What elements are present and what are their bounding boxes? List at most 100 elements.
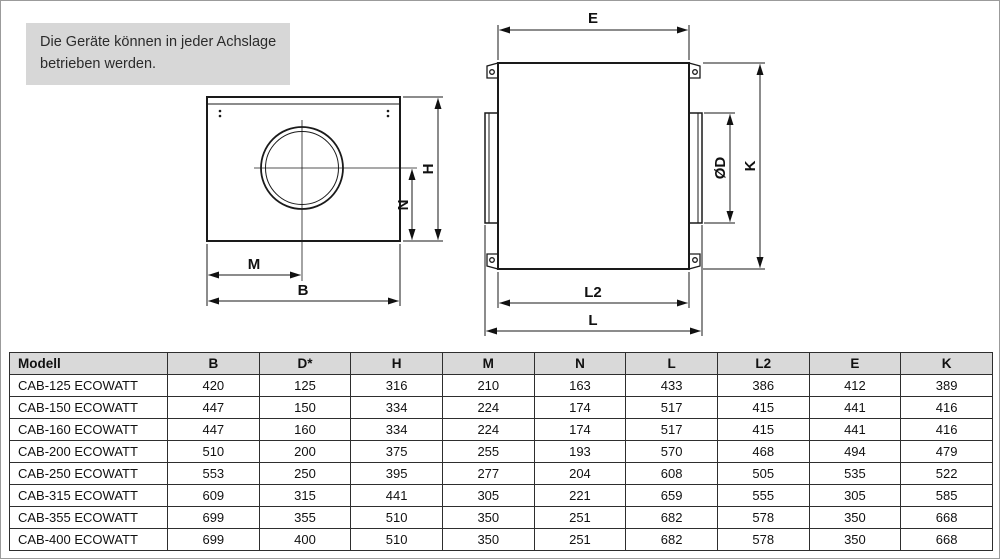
dimension-value-cell: 174: [533, 396, 627, 419]
dimension-value-cell: 334: [350, 396, 443, 419]
dimension-value-cell: 608: [625, 462, 718, 485]
technical-drawing: H N M B: [206, 10, 765, 336]
dimension-value-cell: 555: [716, 484, 810, 507]
model-name-cell: CAB-160 ECOWATT: [9, 418, 168, 441]
column-header-h: H: [350, 352, 443, 375]
dim-label-m: M: [248, 256, 261, 273]
dimension-value-cell: 251: [533, 528, 627, 551]
dimension-value-cell: 174: [533, 418, 627, 441]
side-view-drawing: [484, 62, 703, 270]
dim-label-h: H: [420, 164, 437, 175]
dimension-value-cell: 305: [441, 484, 535, 507]
dimension-value-cell: 255: [441, 440, 535, 463]
model-name-cell: CAB-150 ECOWATT: [9, 396, 168, 419]
dimension-value-cell: 316: [350, 374, 443, 397]
dimension-value-cell: 224: [441, 396, 535, 419]
dimension-value-cell: 305: [808, 484, 902, 507]
dimension-value-cell: 210: [441, 374, 535, 397]
note-line-2: betrieben werden.: [40, 56, 157, 73]
dimension-value-cell: 578: [716, 528, 810, 551]
dimension-value-cell: 395: [350, 462, 443, 485]
dimension-value-cell: 200: [258, 440, 352, 463]
dimension-value-cell: 416: [900, 418, 993, 441]
dimension-l: L: [484, 225, 703, 336]
column-header-b: B: [167, 352, 260, 375]
dimension-value-cell: 277: [441, 462, 535, 485]
dimension-value-cell: 315: [258, 484, 352, 507]
dim-label-d: ØD: [712, 157, 729, 180]
dimension-value-cell: 350: [808, 528, 902, 551]
dimension-value-cell: 163: [533, 374, 627, 397]
dimension-value-cell: 412: [808, 374, 902, 397]
dim-label-l2: L2: [584, 284, 602, 301]
dimension-value-cell: 609: [167, 484, 260, 507]
dimension-value-cell: 668: [900, 506, 993, 529]
dimension-value-cell: 375: [350, 440, 443, 463]
column-header-l2: L2: [716, 352, 810, 375]
dimension-l2: L2: [497, 272, 690, 308]
dimension-h: H: [403, 96, 443, 242]
note-line-1: Die Geräte können in jeder Achslage: [40, 34, 277, 50]
dimension-value-cell: 578: [716, 506, 810, 529]
front-view-screws: [218, 109, 390, 118]
dimension-value-cell: 659: [625, 484, 718, 507]
dimension-value-cell: 250: [258, 462, 352, 485]
dimension-value-cell: 699: [167, 506, 260, 529]
dimension-b: B: [208, 244, 401, 306]
dimension-value-cell: 125: [258, 374, 352, 397]
dimension-n: N: [395, 169, 416, 240]
dimension-value-cell: 389: [900, 374, 993, 397]
duct-connector-right: [688, 112, 703, 224]
model-name-cell: CAB-200 ECOWATT: [9, 440, 168, 463]
dimension-value-cell: 535: [808, 462, 902, 485]
dimension-value-cell: 494: [808, 440, 902, 463]
dimension-value-cell: 204: [533, 462, 627, 485]
dimension-value-cell: 334: [350, 418, 443, 441]
column-header-k: K: [900, 352, 993, 375]
dimension-value-cell: 224: [441, 418, 535, 441]
mounting-tabs: [486, 62, 701, 270]
dimension-value-cell: 699: [167, 528, 260, 551]
dimension-value-cell: 668: [900, 528, 993, 551]
dimension-value-cell: 415: [716, 418, 810, 441]
dimension-value-cell: 447: [167, 396, 260, 419]
dimension-value-cell: 416: [900, 396, 993, 419]
dimension-value-cell: 479: [900, 440, 993, 463]
column-header-n: N: [533, 352, 627, 375]
dimension-value-cell: 386: [716, 374, 810, 397]
dimension-value-cell: 160: [258, 418, 352, 441]
column-header-m: M: [441, 352, 535, 375]
column-header-d-star: D*: [258, 352, 352, 375]
dimension-value-cell: 510: [350, 506, 443, 529]
dimension-value-cell: 517: [625, 418, 718, 441]
model-name-cell: CAB-125 ECOWATT: [9, 374, 168, 397]
dimension-m: M: [206, 244, 301, 306]
model-name-cell: CAB-400 ECOWATT: [9, 528, 168, 551]
dimension-value-cell: 221: [533, 484, 627, 507]
duct-connector-left: [484, 112, 499, 224]
dimension-value-cell: 251: [533, 506, 627, 529]
dim-label-k: K: [742, 160, 759, 171]
note-box: Die Geräte können in jeder Achslage betr…: [26, 23, 291, 85]
dimension-value-cell: 510: [167, 440, 260, 463]
model-name-cell: CAB-315 ECOWATT: [9, 484, 168, 507]
dimension-value-cell: 570: [625, 440, 718, 463]
dim-label-n: N: [395, 200, 412, 211]
column-header-modell: Modell: [9, 352, 168, 375]
dim-label-l: L: [588, 312, 597, 329]
dimension-value-cell: 447: [167, 418, 260, 441]
dimension-value-cell: 433: [625, 374, 718, 397]
dimension-k: K: [703, 62, 765, 270]
dimension-value-cell: 193: [533, 440, 627, 463]
